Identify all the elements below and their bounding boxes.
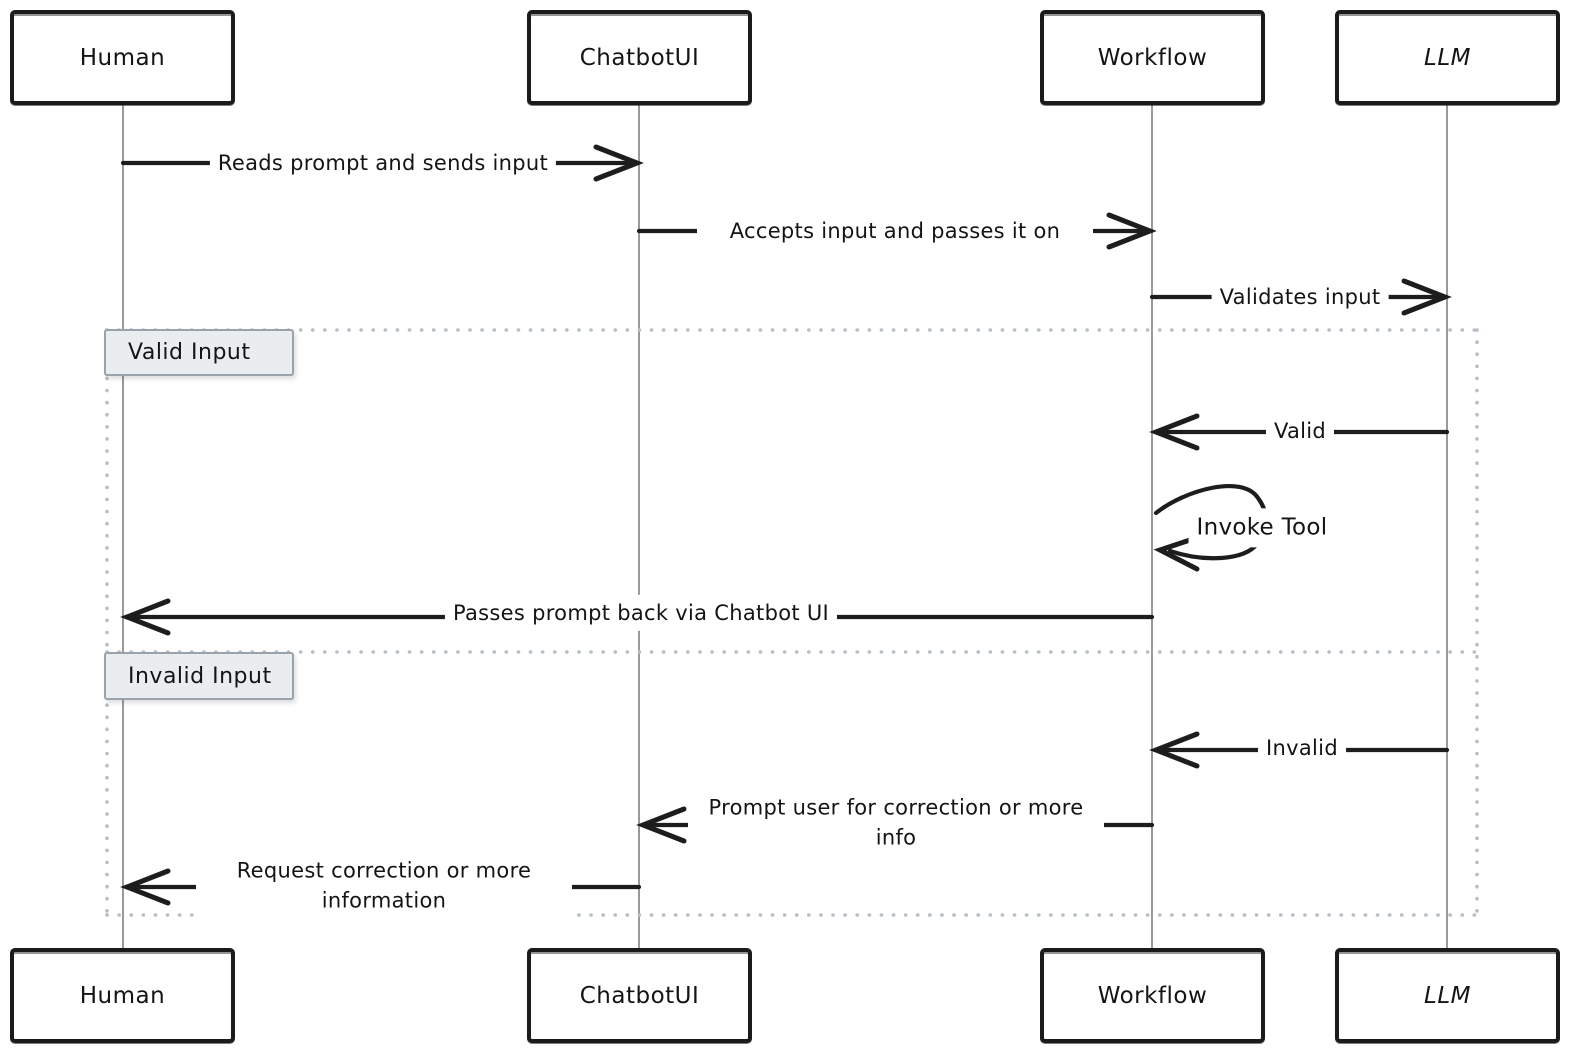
message-request-correction: Request correction or more information (196, 852, 572, 920)
actor-llm-bottom: LLM (1335, 948, 1560, 1043)
message-validates-input: Validates input (1211, 278, 1389, 316)
actor-llm-top: LLM (1335, 10, 1560, 105)
frame-label-invalid-input: Invalid Input (104, 652, 294, 700)
actor-human-bottom: Human (10, 948, 235, 1043)
actor-chatbotui-bottom: ChatbotUI (527, 948, 752, 1043)
message-invalid: Invalid (1258, 729, 1346, 767)
actor-workflow-bottom: Workflow (1040, 948, 1265, 1043)
message-invoke-tool: Invoke Tool (1188, 508, 1336, 548)
message-passes-prompt-back: Passes prompt back via Chatbot UI (444, 594, 838, 632)
lifelines (122, 105, 1448, 948)
message-prompt-user: Prompt user for correction or more info (688, 789, 1104, 857)
message-reads-prompt: Reads prompt and sends input (209, 144, 557, 182)
frame-label-valid-input: Valid Input (104, 329, 294, 376)
actor-workflow-top: Workflow (1040, 10, 1265, 105)
message-accepts-input: Accepts input and passes it on (697, 212, 1093, 250)
message-valid: Valid (1265, 412, 1335, 450)
actor-human-top: Human (10, 10, 235, 105)
actor-chatbotui-top: ChatbotUI (527, 10, 752, 105)
